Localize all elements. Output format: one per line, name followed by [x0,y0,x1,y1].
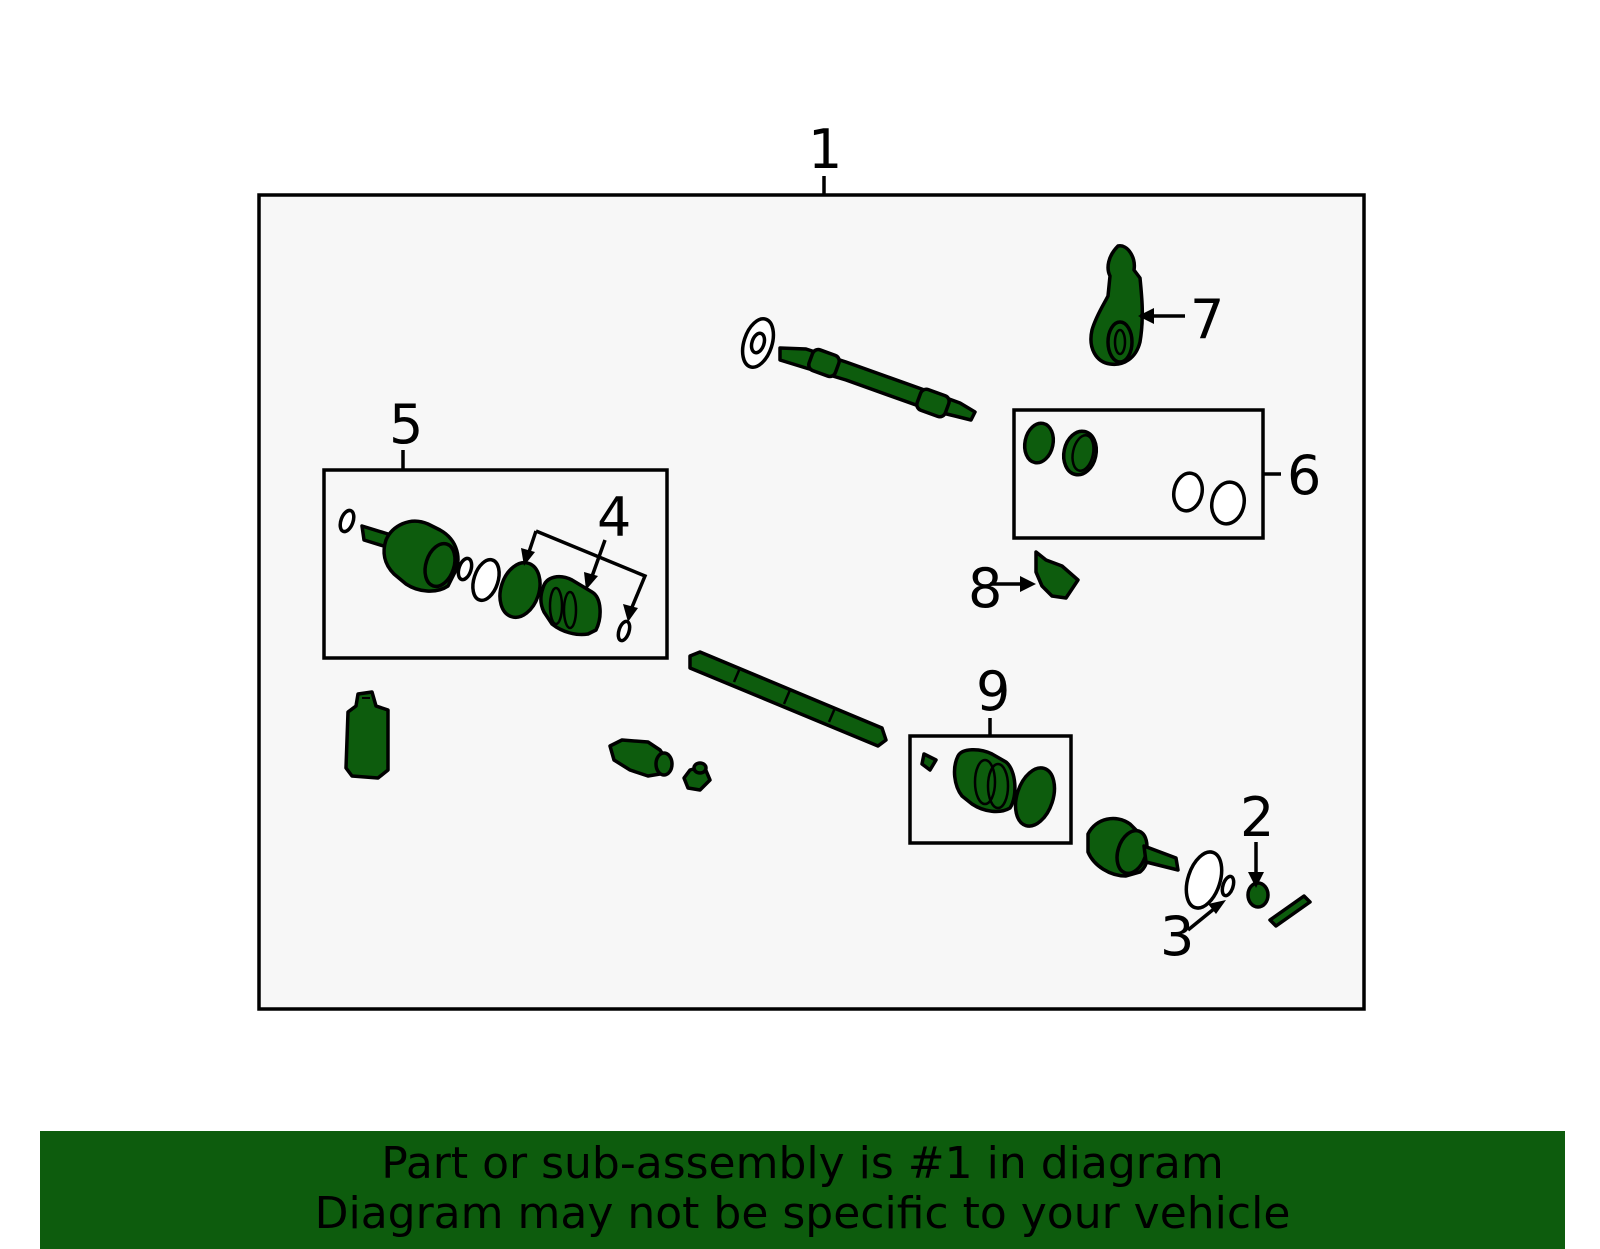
upper-axle-shaft [740,317,977,422]
part-5-outer-joint [338,508,632,643]
callout-8: 8 [968,557,1002,620]
callout-7: 7 [1190,288,1224,351]
grease-tube [344,690,390,780]
part-6-boot-kit [1022,421,1246,526]
callout-3: 3 [1160,905,1194,968]
callout-9: 9 [976,660,1010,723]
callout-5: 5 [389,393,423,456]
part-8-clip [1034,550,1080,600]
part-2-nut [1246,881,1312,928]
subassembly-box-5 [322,468,669,660]
banner-line-1: Part or sub-assembly is #1 in diagram [381,1138,1224,1189]
part-9-boot-kit [920,748,1057,828]
lower-outer-joint [1086,816,1236,910]
banner-line-2: Diagram may not be specific to your vehi… [314,1188,1291,1239]
callout-2: 2 [1240,786,1274,849]
callout-4: 4 [597,486,631,549]
lower-axle-shaft [688,650,888,748]
part-7-knuckle [1089,244,1145,367]
footer-banner: Part or sub-assembly is #1 in diagram Di… [40,1131,1565,1249]
assembly-frame [257,193,1366,1011]
inner-tripod-parts [608,738,712,792]
callout-1: 1 [808,118,842,181]
callout-6: 6 [1287,444,1321,507]
